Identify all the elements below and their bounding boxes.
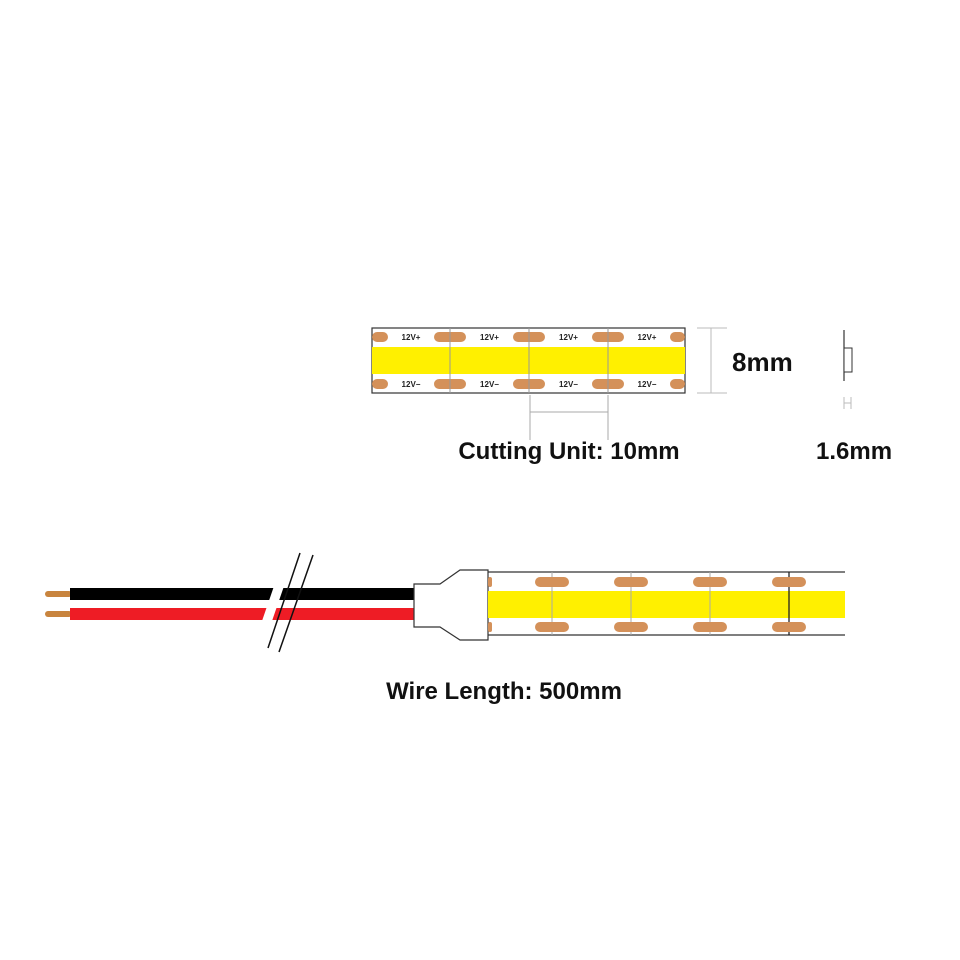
solder-pad: [614, 622, 648, 632]
solder-pad: [535, 577, 569, 587]
width-label: 8mm: [732, 347, 793, 377]
red-wire: [70, 608, 416, 620]
solder-pad: [670, 379, 685, 389]
negative-label: 12V−: [480, 380, 499, 389]
negative-label: 12V−: [638, 380, 657, 389]
thickness-profile: [843, 330, 853, 409]
solder-pad: [372, 332, 388, 342]
negative-label: 12V−: [402, 380, 421, 389]
positive-label: 12V+: [402, 333, 421, 342]
cutting-unit-dimension: [529, 395, 609, 440]
solder-pad: [535, 622, 569, 632]
led-band: [488, 591, 845, 618]
solder-pad: [488, 577, 492, 587]
solder-pad: [693, 577, 727, 587]
thickness-label: 1.6mm: [816, 438, 892, 465]
break-mark: [278, 554, 314, 653]
copper-pin-black: [45, 591, 72, 597]
top-strip: 12V+ 12V− 12V+ 12V− 12V+ 12V− 12V+ 12V−: [371, 327, 686, 394]
black-wire: [70, 588, 416, 600]
solder-pad: [772, 577, 806, 587]
solder-pad: [670, 332, 685, 342]
solder-pad: [772, 622, 806, 632]
solder-pad: [693, 622, 727, 632]
wire-assembly: [45, 552, 489, 653]
copper-pin-red: [45, 611, 72, 617]
wire-length-label: Wire Length: 500mm: [386, 678, 622, 705]
bottom-strip: [488, 571, 845, 636]
width-dimension: [697, 327, 727, 394]
solder-pad: [614, 577, 648, 587]
cutting-unit-label: Cutting Unit: 10mm: [458, 438, 679, 465]
break-mark: [267, 552, 301, 649]
positive-label: 12V+: [559, 333, 578, 342]
positive-label: 12V+: [480, 333, 499, 342]
solder-pad: [372, 379, 388, 389]
solder-pad: [488, 622, 492, 632]
negative-label: 12V−: [559, 380, 578, 389]
end-cap-connector: [413, 569, 489, 641]
positive-label: 12V+: [638, 333, 657, 342]
